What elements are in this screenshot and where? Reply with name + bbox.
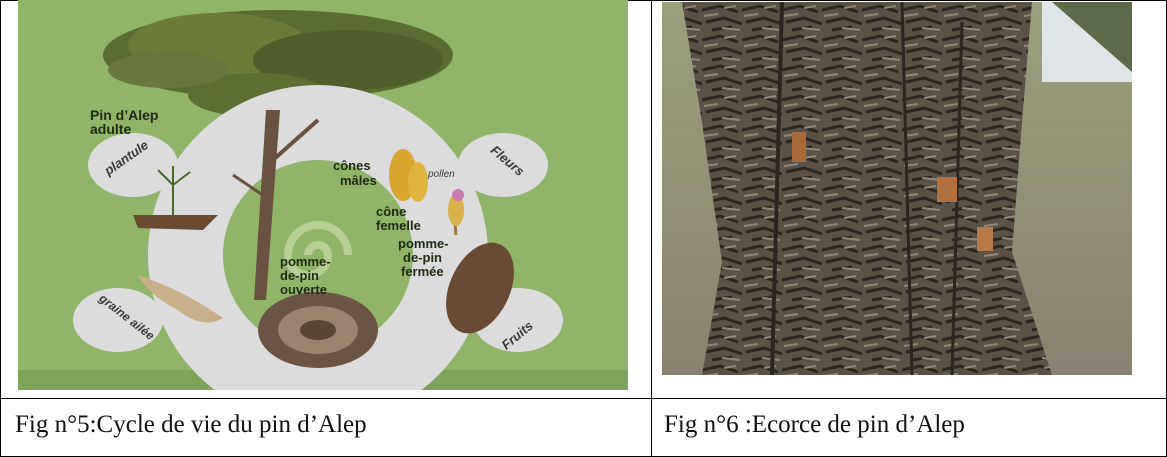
label-female-cone-line1: cône	[376, 204, 406, 219]
label-open-cone-line2: de-pin	[280, 268, 319, 283]
label-closed-cone-line1: pomme-	[398, 236, 449, 251]
bark-trunk	[682, 2, 1052, 375]
life-cycle-image: Pin d’Alep adulte plantule Fleurs graine…	[18, 0, 628, 390]
label-closed-cone-line2: de-pin	[403, 250, 442, 265]
bark-photo	[662, 2, 1132, 375]
label-adult-line2: adulte	[90, 121, 131, 137]
table-border-middle	[651, 0, 652, 457]
open-cone-illustration	[258, 292, 378, 368]
label-closed-cone-line3: fermée	[401, 264, 444, 279]
label-open-cone-line3: ouverte	[280, 282, 327, 297]
figure-5-caption: Fig n°5:Cycle de vie du pin d’Alep	[15, 411, 367, 439]
label-pollen: pollen	[427, 169, 455, 180]
label-female-cone-line2: femelle	[376, 218, 421, 233]
table-border-row	[0, 398, 1167, 399]
label-open-cone-line1: pomme-	[280, 254, 331, 269]
label-male-cones-line1: cônes	[333, 158, 371, 173]
label-male-cones-line2: mâles	[340, 173, 377, 188]
figure-6-caption: Fig n°6 :Ecorce de pin d’Alep	[664, 411, 965, 439]
table-border-left	[0, 0, 1, 457]
